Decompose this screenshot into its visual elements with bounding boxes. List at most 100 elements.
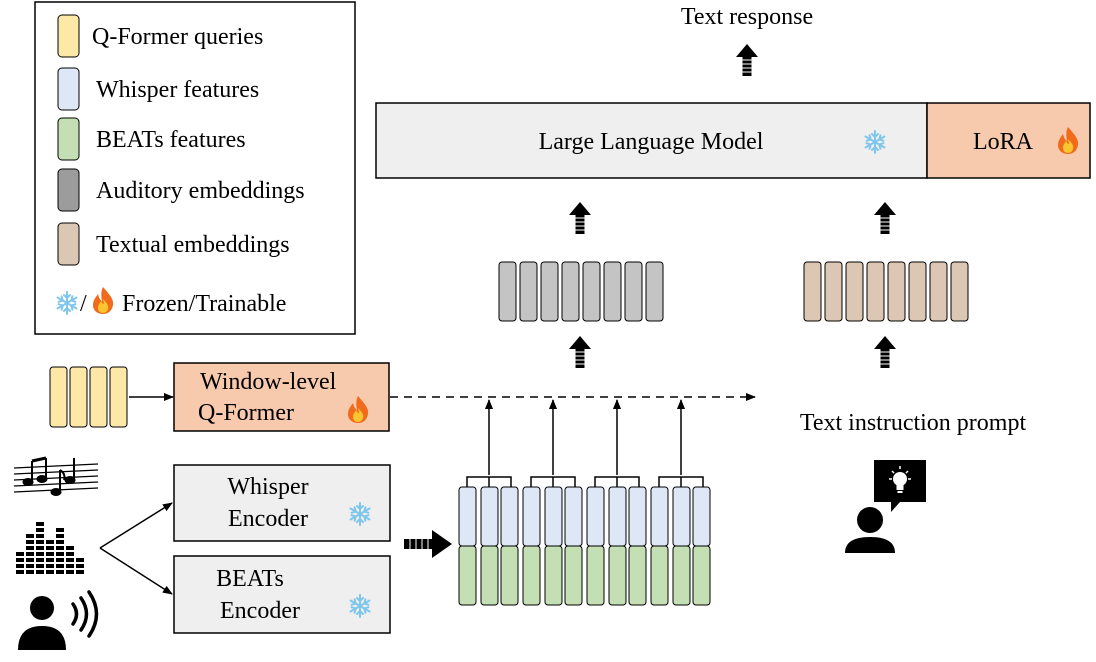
legend-label-qformer-queries: Q-Former queries (92, 24, 263, 50)
input-to-beats-arrow (99, 547, 173, 595)
legend-separator: / (80, 291, 87, 317)
textual-token (866, 261, 885, 322)
equalizer-bar (66, 546, 74, 550)
textual-token (929, 261, 948, 322)
equalizer-bar (46, 564, 54, 568)
beats-feature-token (586, 545, 605, 606)
equalizer-bar (56, 558, 64, 562)
equalizer-bar (36, 522, 44, 526)
equalizer-bar (46, 558, 54, 562)
equalizer-bar (36, 528, 44, 532)
legend-swatch-auditory-embeddings (57, 168, 80, 212)
legend-label-beats-features: BEATs features (96, 127, 246, 153)
llm-box (375, 102, 928, 179)
textual-token (824, 261, 843, 322)
equalizer-bar (66, 564, 74, 568)
equalizer-bar (56, 528, 64, 532)
equalizer-bar (16, 570, 24, 574)
legend: Q-Former queries Whisper features BEATs … (34, 1, 356, 335)
equalizer-bar (56, 534, 64, 538)
equalizer-bar (46, 540, 54, 544)
legend-swatch-whisper-features (57, 67, 80, 111)
equalizer-icon (16, 522, 84, 574)
whisper-encoder-box (173, 464, 391, 542)
equalizer-bar (66, 552, 74, 556)
equalizer-bar (46, 546, 54, 550)
equalizer-bar (26, 546, 34, 550)
up-arrow (873, 201, 897, 235)
person-idea-icon (845, 460, 926, 553)
beats-feature-token (564, 545, 583, 606)
whisper-encoder-line2: Encoder (228, 506, 308, 532)
auditory-token (561, 261, 580, 322)
prompt-label: Text instruction prompt (800, 410, 1027, 436)
equalizer-bar (36, 564, 44, 568)
equalizer-bar (46, 552, 54, 556)
beats-feature-token (500, 545, 519, 606)
legend-swatch-qformer-queries (57, 14, 80, 58)
legend-swatch-textual-embeddings (57, 222, 80, 266)
equalizer-bar (16, 552, 24, 556)
auditory-token (498, 261, 517, 322)
lora-label: LoRA (973, 129, 1034, 155)
legend-swatch-beats-features (57, 117, 80, 161)
auditory-token (582, 261, 601, 322)
equalizer-bar (56, 552, 64, 556)
legend-label-whisper-features: Whisper features (96, 77, 259, 103)
beats-feature-token (628, 545, 647, 606)
equalizer-bar (26, 540, 34, 544)
llm-label: Large Language Model (539, 129, 764, 155)
equalizer-bar (36, 534, 44, 538)
query-token (109, 366, 128, 428)
whisper-encoder-line1: Whisper (227, 474, 308, 500)
equalizer-bar (56, 540, 64, 544)
beats-encoder-line1: BEATs (216, 566, 284, 592)
qformer-label-line1: Window-level (200, 369, 337, 395)
beats-encoder-block: BEATs Encoder (173, 555, 391, 634)
equalizer-bar (76, 570, 84, 574)
auditory-token (645, 261, 664, 322)
equalizer-bar (36, 558, 44, 562)
equalizer-bar (16, 564, 24, 568)
beats-feature-token (672, 545, 691, 606)
query-token (69, 366, 88, 428)
auditory-token (519, 261, 538, 322)
whisper-feature-token (692, 486, 711, 547)
whisper-feature-token (544, 486, 563, 547)
beats-feature-token (522, 545, 541, 606)
beats-encoder-box (173, 555, 391, 634)
window-brackets (466, 476, 704, 487)
equalizer-bar (76, 564, 84, 568)
qformer-block: Window-level Q-Former (173, 362, 390, 432)
equalizer-bar (36, 546, 44, 550)
equalizer-bar (36, 570, 44, 574)
equalizer-bar (26, 534, 34, 538)
qformer-queries (49, 366, 128, 428)
beats-feature-token (544, 545, 563, 606)
music-icon (13, 456, 99, 496)
beats-encoder-line2: Encoder (220, 598, 300, 624)
equalizer-bar (26, 558, 34, 562)
equalizer-bar (46, 570, 54, 574)
query-token (89, 366, 108, 428)
feature-grid (458, 486, 711, 606)
speaker-icon (18, 590, 99, 650)
equalizer-bar (26, 552, 34, 556)
auditory-embeddings (498, 261, 664, 322)
equalizer-bar (66, 570, 74, 574)
up-arrow (873, 335, 897, 369)
auditory-token (540, 261, 559, 322)
equalizer-bar (56, 546, 64, 550)
whisper-encoder-block: Whisper Encoder (173, 464, 391, 542)
llm-block: Large Language Model LoRA (375, 102, 1091, 179)
textual-embeddings (803, 261, 969, 322)
up-arrow (568, 335, 592, 369)
equalizer-bar (56, 570, 64, 574)
textual-token (845, 261, 864, 322)
equalizer-bar (16, 558, 24, 562)
textual-token (887, 261, 906, 322)
input-to-whisper-arrow (99, 502, 173, 549)
encoders-to-features-arrow (404, 530, 452, 558)
beats-feature-token (650, 545, 669, 606)
